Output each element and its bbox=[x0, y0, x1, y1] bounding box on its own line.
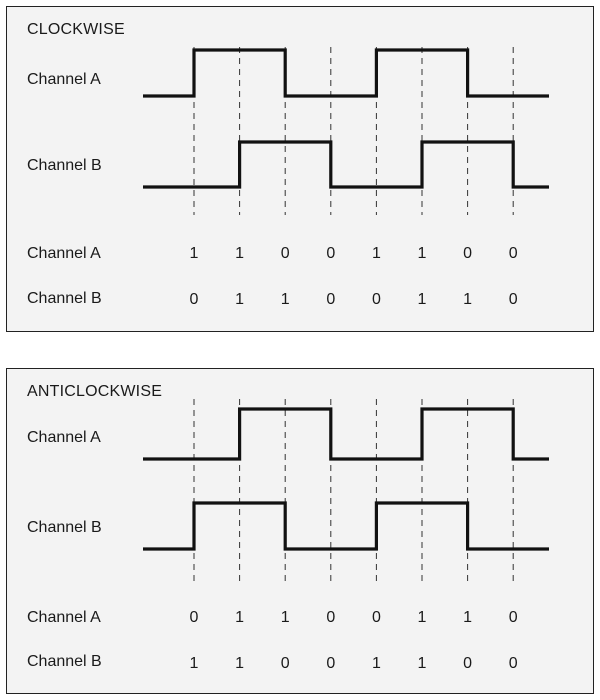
channel-b-wave-label: Channel B bbox=[27, 519, 102, 536]
channel-b-bit: 1 bbox=[463, 291, 473, 308]
channel-a-bit: 1 bbox=[280, 609, 290, 626]
channel-a-bit: 0 bbox=[463, 245, 473, 262]
channel-a-bit: 1 bbox=[235, 609, 245, 626]
channel-b-table-label: Channel B bbox=[27, 653, 102, 670]
channel-a-bit: 0 bbox=[189, 609, 199, 626]
channel-b-waveform bbox=[143, 501, 549, 551]
channel-b-bit: 0 bbox=[326, 655, 336, 672]
channel-b-wave-label: Channel B bbox=[27, 157, 102, 174]
channel-a-table-label: Channel A bbox=[27, 245, 101, 262]
channel-a-wave-label: Channel A bbox=[27, 429, 101, 446]
channel-b-bit: 1 bbox=[280, 291, 290, 308]
channel-a-bit: 0 bbox=[326, 245, 336, 262]
clockwise-panel: CLOCKWISE Channel A Channel B Channel A … bbox=[6, 6, 594, 332]
channel-b-waveform bbox=[143, 140, 549, 189]
channel-a-bit: 1 bbox=[417, 609, 427, 626]
channel-a-bit: 1 bbox=[463, 609, 473, 626]
channel-a-waveform bbox=[143, 407, 549, 461]
channel-b-bit: 0 bbox=[326, 291, 336, 308]
channel-b-bit: 1 bbox=[235, 655, 245, 672]
channel-a-table-label: Channel A bbox=[27, 609, 101, 626]
channel-a-bit: 1 bbox=[235, 245, 245, 262]
channel-b-bit: 0 bbox=[371, 291, 381, 308]
panel-title: ANTICLOCKWISE bbox=[27, 383, 163, 400]
channel-a-waveform bbox=[143, 48, 549, 98]
channel-b-bit: 0 bbox=[189, 291, 199, 308]
panel-title: CLOCKWISE bbox=[27, 21, 125, 38]
channel-a-bit: 0 bbox=[508, 609, 518, 626]
channel-b-bit: 1 bbox=[371, 655, 381, 672]
channel-a-wave-label: Channel A bbox=[27, 71, 101, 88]
anticlockwise-panel: ANTICLOCKWISE Channel A Channel B Channe… bbox=[6, 368, 594, 694]
channel-a-bit: 1 bbox=[189, 245, 199, 262]
channel-a-bit: 1 bbox=[371, 245, 381, 262]
channel-b-bit: 0 bbox=[508, 655, 518, 672]
channel-a-bit: 0 bbox=[371, 609, 381, 626]
clockwise-waveforms bbox=[143, 47, 549, 215]
channel-a-bit: 0 bbox=[508, 245, 518, 262]
channel-a-bit: 0 bbox=[280, 245, 290, 262]
channel-b-bit: 0 bbox=[508, 291, 518, 308]
channel-b-bit: 1 bbox=[417, 655, 427, 672]
channel-b-bit: 1 bbox=[235, 291, 245, 308]
channel-a-bit: 0 bbox=[326, 609, 336, 626]
channel-b-bit: 1 bbox=[189, 655, 199, 672]
anticlockwise-waveforms bbox=[143, 399, 549, 583]
channel-b-bit: 0 bbox=[280, 655, 290, 672]
channel-b-bit: 1 bbox=[417, 291, 427, 308]
channel-b-bit: 0 bbox=[463, 655, 473, 672]
channel-a-bit: 1 bbox=[417, 245, 427, 262]
channel-b-table-label: Channel B bbox=[27, 290, 102, 307]
